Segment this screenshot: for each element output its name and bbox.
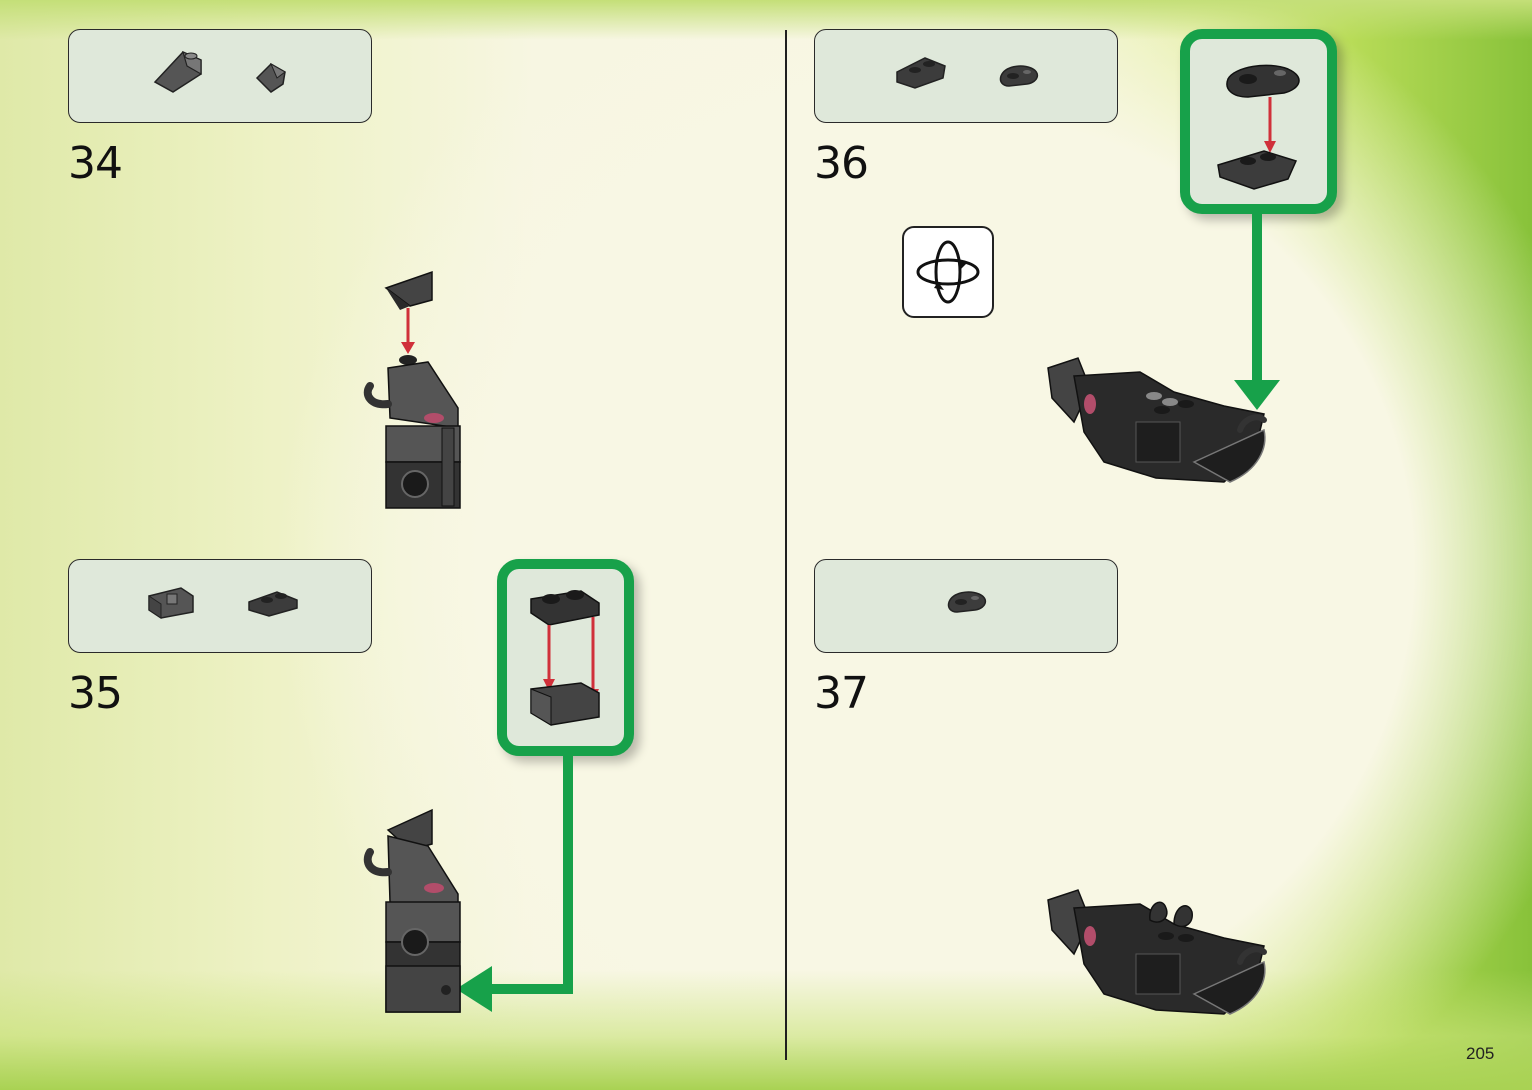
assembly-model-step-36 (1044, 352, 1276, 490)
page-divider (785, 30, 787, 1060)
small-slope-part (255, 60, 289, 94)
jumper-plate-part (247, 588, 301, 618)
curved-plate-part (895, 52, 947, 92)
clip-plate-part (945, 586, 991, 616)
callout-step-36 (1180, 29, 1337, 214)
step-number-36: 36 (814, 138, 868, 189)
parts-box-step-35 (68, 559, 372, 653)
step-number-34: 34 (68, 138, 122, 189)
sub-assembly-step-35 (521, 585, 611, 735)
page-number: 205 (1466, 1044, 1494, 1064)
assembly-model-step-35 (360, 806, 470, 1020)
step-number-37: 37 (814, 668, 868, 719)
step-number-35: 35 (68, 668, 122, 719)
parts-box-step-37 (814, 559, 1118, 653)
callout-connector-horizontal (488, 984, 573, 994)
assembly-model-step-34 (360, 268, 470, 518)
clip-plate-part (997, 60, 1043, 90)
parts-box-step-36 (814, 29, 1118, 123)
assembly-model-step-37 (1044, 884, 1276, 1028)
callout-connector-vertical (563, 752, 573, 994)
slope-brick-part (153, 44, 207, 94)
callout-step-35 (497, 559, 634, 756)
bracket-part (145, 582, 197, 620)
parts-box-step-34 (68, 29, 372, 123)
rotate-model-icon (902, 226, 994, 318)
sub-assembly-step-36 (1208, 57, 1318, 197)
